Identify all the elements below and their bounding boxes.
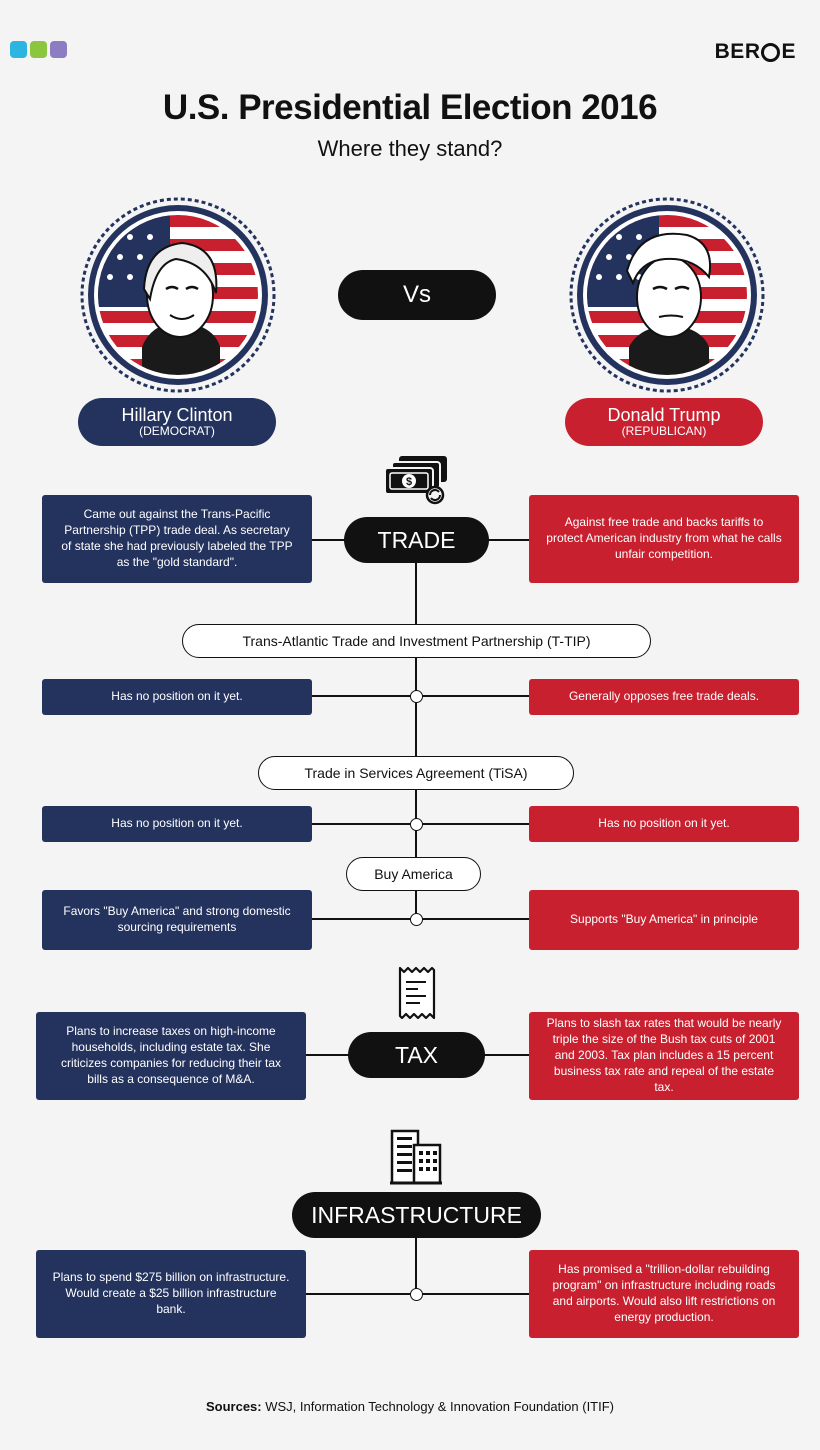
clinton-buy-america-position: Favors "Buy America" and strong domestic…: [42, 890, 312, 950]
vs-badge: Vs: [338, 270, 496, 320]
candidate-clinton: Hillary Clinton (DEMOCRAT): [78, 398, 276, 446]
logo-o-ring: [761, 42, 781, 62]
connector-line: [415, 657, 417, 757]
logo-text-right: E: [781, 40, 796, 63]
trump-tisa-position: Has no position on it yet.: [529, 806, 799, 842]
connector-line: [415, 890, 417, 920]
clinton-ttip-position: Has no position on it yet.: [42, 679, 312, 715]
candidate-party: (DEMOCRAT): [139, 424, 215, 439]
clinton-tax-position: Plans to increase taxes on high-income h…: [36, 1012, 306, 1100]
subtopic-tisa: Trade in Services Agreement (TiSA): [258, 756, 574, 790]
connector-line: [415, 562, 417, 626]
trump-portrait-badge: [569, 197, 765, 393]
clinton-portrait-badge: [80, 197, 276, 393]
connector-line: [415, 1236, 417, 1294]
candidate-name: Donald Trump: [607, 404, 721, 425]
node-dot: [410, 690, 423, 703]
connector-line: [305, 1054, 349, 1056]
sources-footer: Sources: WSJ, Information Technology & I…: [0, 1399, 820, 1414]
category-tax: TAX: [348, 1032, 485, 1078]
subtopic-ttip: Trans-Atlantic Trade and Investment Part…: [182, 624, 651, 658]
beroe-logo: BER E: [715, 40, 796, 64]
trump-tax-position: Plans to slash tax rates that would be n…: [529, 1012, 799, 1100]
connector-line: [488, 539, 530, 541]
connector-line: [311, 539, 347, 541]
node-dot: [410, 818, 423, 831]
color-dots-logo: [10, 41, 67, 58]
trump-infrastructure-position: Has promised a "trillion-dollar rebuildi…: [529, 1250, 799, 1338]
clinton-trade-position: Came out against the Trans-Pacific Partn…: [42, 495, 312, 583]
logo-text-left: BER: [714, 40, 761, 63]
connector-line: [484, 1054, 530, 1056]
dot-purple: [50, 41, 67, 58]
sources-label: Sources:: [205, 1399, 262, 1414]
page-title: U.S. Presidential Election 2016: [162, 88, 658, 127]
sources-text: WSJ, Information Technology & Innovation…: [261, 1399, 615, 1414]
candidate-party: (REPUBLICAN): [621, 424, 707, 439]
trump-buy-america-position: Supports "Buy America" in principle: [529, 890, 799, 950]
money-icon: $: [384, 456, 447, 505]
dot-blue: [10, 41, 27, 58]
trump-ttip-position: Generally opposes free trade deals.: [529, 679, 799, 715]
node-dot: [410, 913, 423, 926]
page-subtitle: Where they stand?: [317, 136, 503, 161]
category-trade: TRADE: [344, 517, 489, 563]
dot-green: [30, 41, 47, 58]
candidate-trump: Donald Trump (REPUBLICAN): [565, 398, 763, 446]
trump-trade-position: Against free trade and backs tariffs to …: [529, 495, 799, 583]
svg-text:$: $: [406, 476, 412, 488]
candidate-name: Hillary Clinton: [121, 404, 233, 425]
clinton-infrastructure-position: Plans to spend $275 billion on infrastru…: [36, 1250, 306, 1338]
clinton-tisa-position: Has no position on it yet.: [42, 806, 312, 842]
node-dot: [410, 1288, 423, 1301]
buildings-icon: [390, 1129, 442, 1185]
receipt-icon: [398, 966, 436, 1020]
subtopic-buy-america: Buy America: [346, 857, 481, 891]
category-infrastructure: INFRASTRUCTURE: [292, 1192, 541, 1238]
